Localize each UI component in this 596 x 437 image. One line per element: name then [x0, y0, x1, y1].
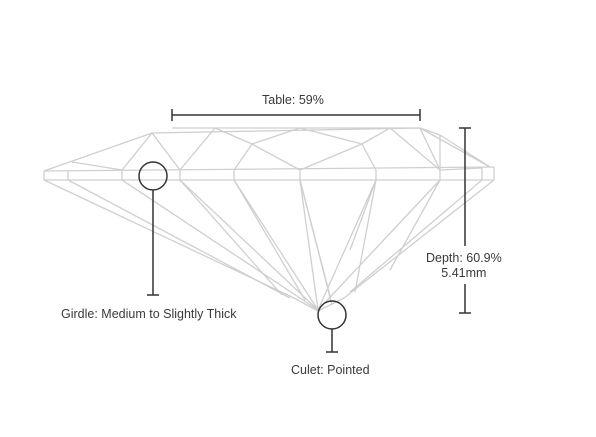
girdle-marker [138, 161, 168, 296]
diamond-facets [43, 127, 495, 312]
depth-measure-bar [459, 127, 471, 314]
culet-marker [317, 300, 347, 353]
table-label: Table: 59% [262, 93, 324, 107]
depth-label: Depth: 60.9% 5.41mm [426, 251, 502, 281]
culet-label: Culet: Pointed [291, 363, 370, 377]
girdle-label: Girdle: Medium to Slightly Thick [61, 307, 237, 321]
depth-mm-label: 5.41mm [441, 266, 487, 280]
table-measure-bar [171, 109, 421, 121]
depth-percent-label: Depth: 60.9% [426, 251, 502, 265]
